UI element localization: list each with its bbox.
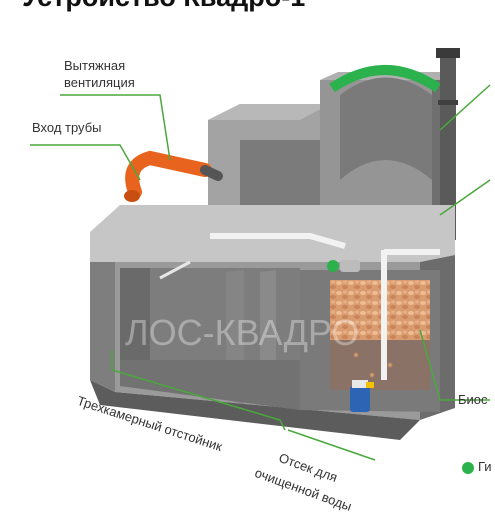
watermark: ЛОС-КВАДРО xyxy=(125,312,359,353)
green-lid xyxy=(329,65,441,93)
marker-1-icon xyxy=(327,260,339,272)
label-pipe-inlet: Вход трубы xyxy=(32,120,102,135)
chimney-pipe xyxy=(436,48,460,240)
leader-lines xyxy=(30,84,491,461)
label-vent-line2: вентиляция xyxy=(64,75,135,90)
white-pipes xyxy=(210,233,440,380)
biofilter-gravel xyxy=(330,280,430,340)
upper-block xyxy=(208,104,330,225)
legend-marker-icon xyxy=(462,462,474,474)
page-title: Устройство Квадро-1 xyxy=(22,0,305,13)
settling-chambers xyxy=(120,260,300,410)
label-vent-line1: Вытяжная xyxy=(64,58,126,73)
pump xyxy=(350,380,374,412)
label-biofilter: Биос xyxy=(458,392,488,407)
clean-water-compartment xyxy=(300,270,440,412)
inlet-pipe xyxy=(124,150,223,202)
label-legend-partial: Ги xyxy=(478,459,492,474)
